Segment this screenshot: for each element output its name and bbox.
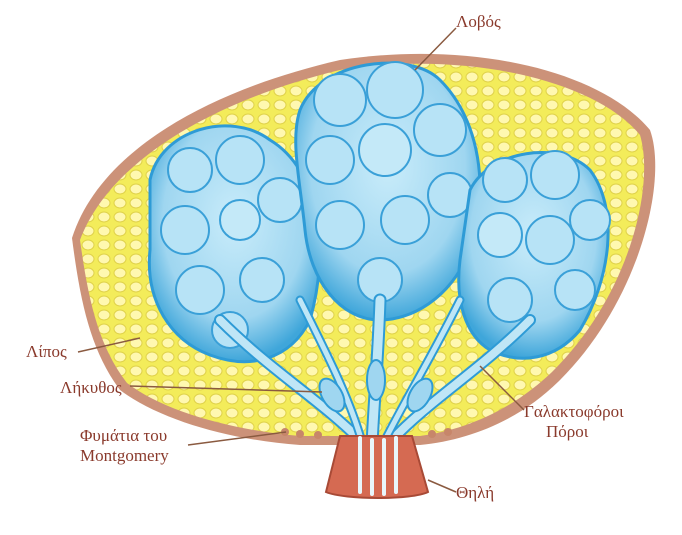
label-lobe: Λοβός (456, 12, 501, 32)
label-ducts-line1: Γαλακτοφόροι (524, 402, 624, 422)
nipple (326, 436, 428, 498)
ampulla-center (367, 360, 385, 400)
label-ampulla: Λήκυθος (60, 378, 122, 398)
center-lobe (296, 62, 480, 320)
label-nipple: Θηλή (456, 483, 494, 503)
label-montgomery-tubercles: Φυμάτια του Montgomery (80, 426, 169, 466)
label-fat: Λίπος (26, 342, 67, 362)
label-montgomery-line1: Φυμάτια του (80, 426, 169, 446)
label-ducts-line2: Πόροι (524, 422, 624, 442)
nipple-leader (428, 480, 456, 492)
label-montgomery-line2: Montgomery (80, 446, 169, 466)
label-milk-ducts: Γαλακτοφόροι Πόροι (524, 402, 624, 442)
